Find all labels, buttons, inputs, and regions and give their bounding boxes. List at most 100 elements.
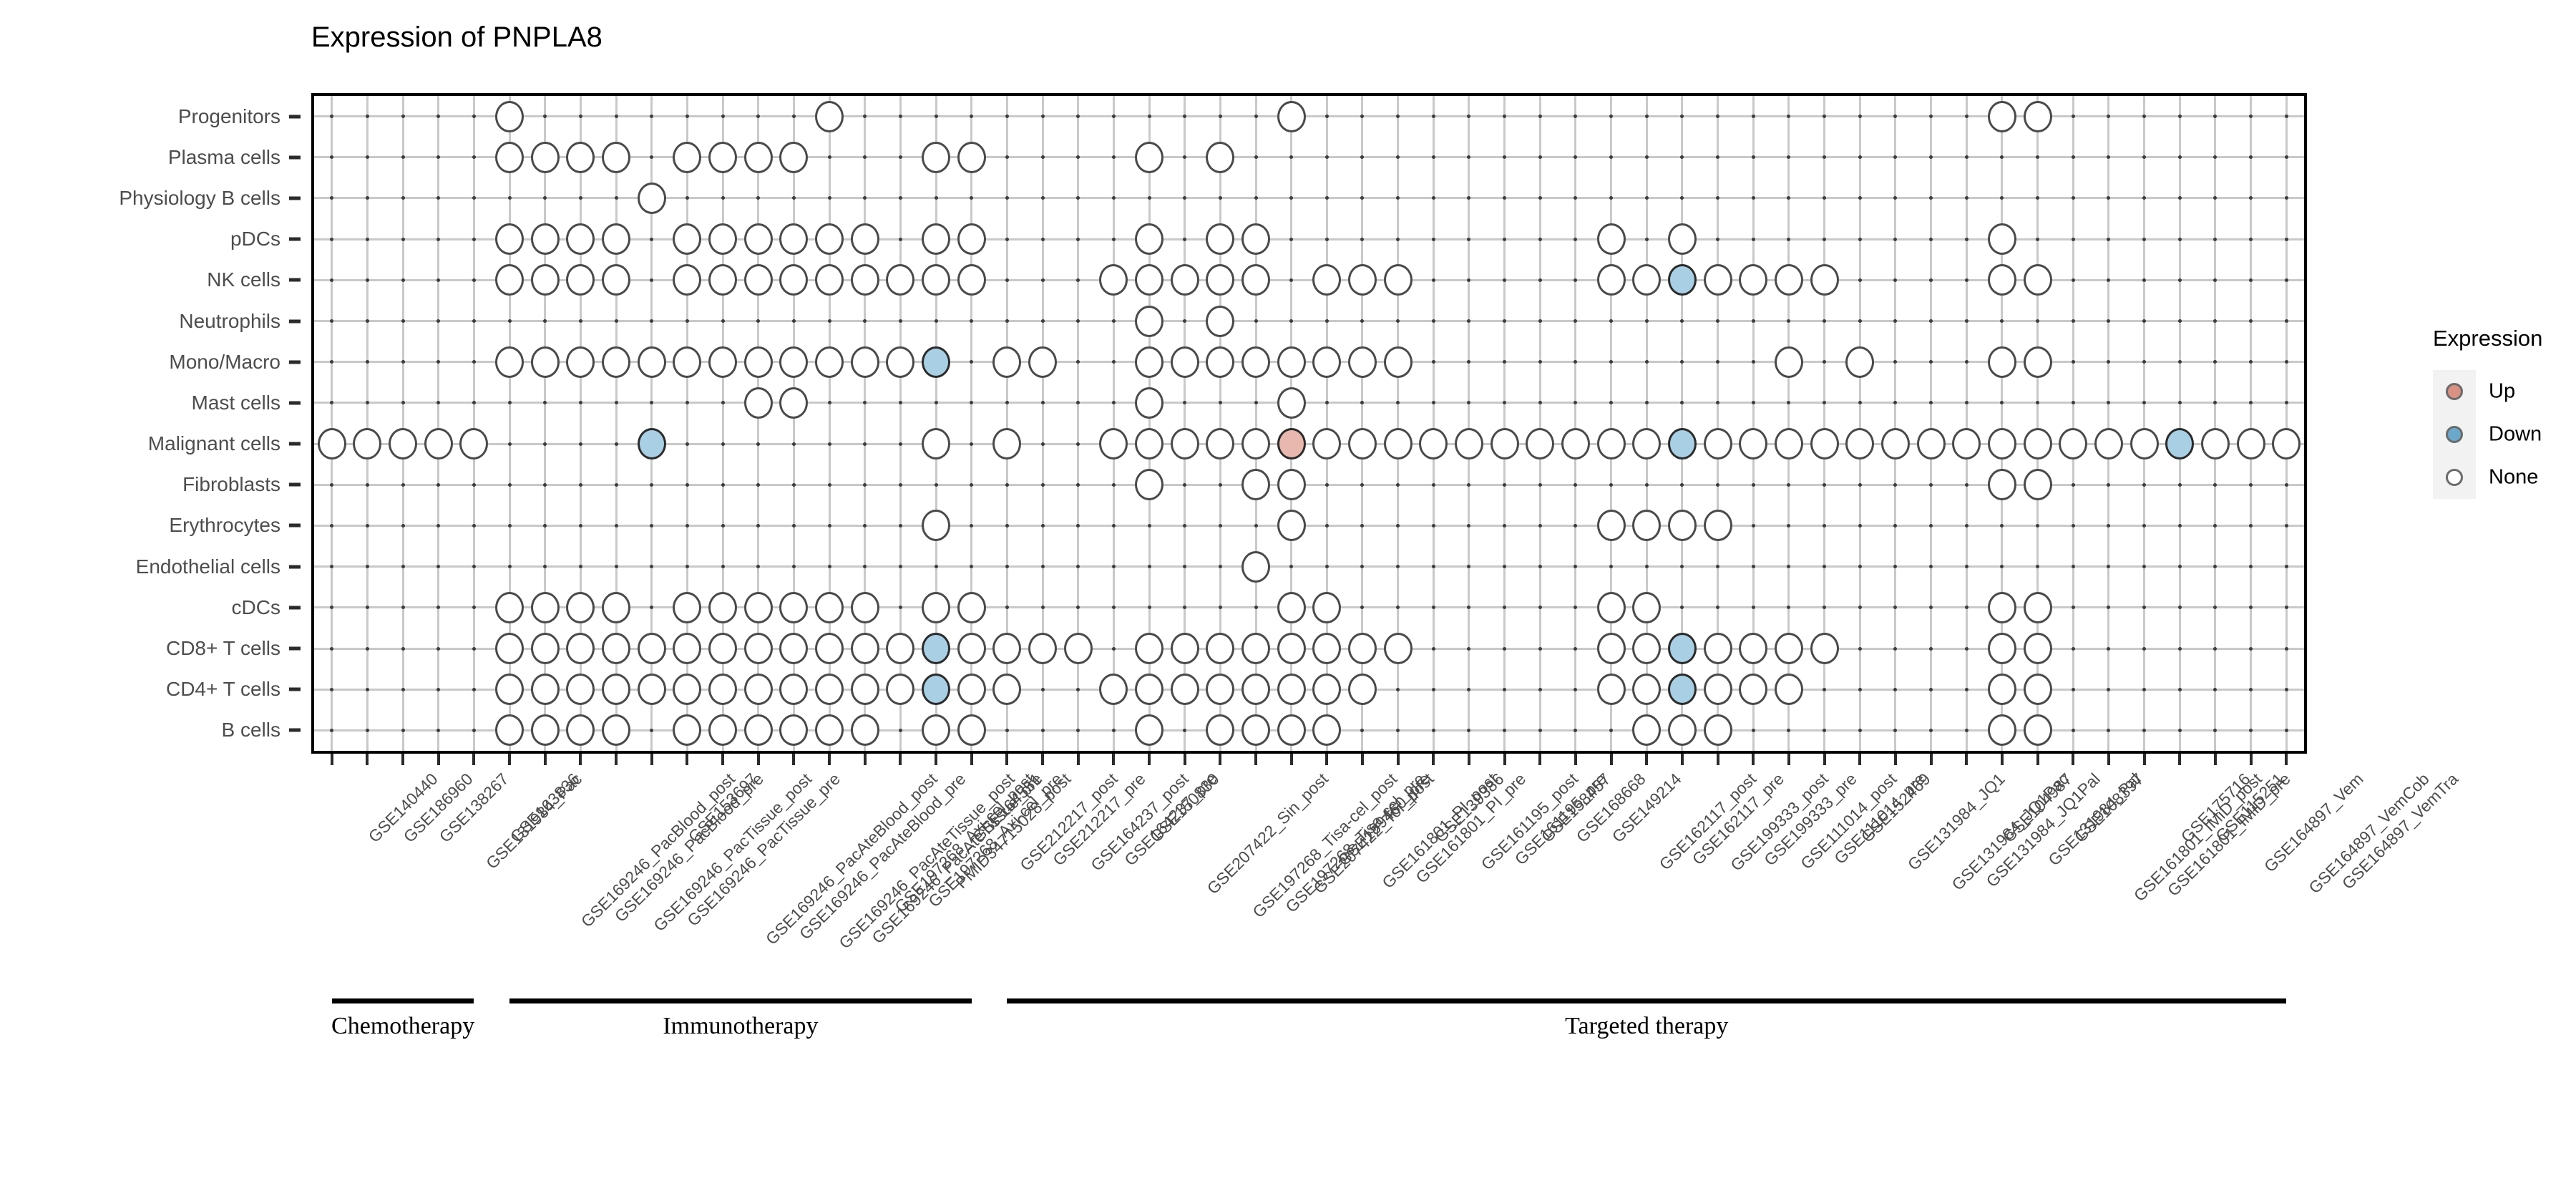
expression-dot[interactable] bbox=[708, 714, 738, 747]
expression-dot[interactable] bbox=[1596, 428, 1626, 460]
expression-dot[interactable] bbox=[850, 264, 879, 296]
expression-dot[interactable] bbox=[2094, 428, 2123, 460]
expression-dot[interactable] bbox=[2023, 469, 2052, 501]
expression-dot[interactable] bbox=[566, 633, 595, 665]
expression-dot[interactable] bbox=[637, 346, 666, 378]
expression-dot[interactable] bbox=[424, 428, 453, 460]
expression-dot[interactable] bbox=[1206, 141, 1235, 173]
expression-dot[interactable] bbox=[2129, 428, 2159, 460]
expression-dot[interactable] bbox=[815, 591, 844, 623]
expression-dot[interactable] bbox=[957, 674, 986, 706]
expression-dot[interactable] bbox=[1347, 264, 1377, 296]
expression-dot[interactable] bbox=[673, 591, 702, 623]
expression-dot[interactable] bbox=[566, 714, 595, 747]
expression-dot[interactable] bbox=[1703, 714, 1732, 747]
expression-dot[interactable] bbox=[1347, 346, 1377, 378]
expression-dot[interactable] bbox=[708, 264, 738, 296]
expression-dot[interactable] bbox=[1526, 428, 1555, 460]
expression-dot[interactable] bbox=[1135, 141, 1164, 173]
expression-dot[interactable] bbox=[1987, 346, 2016, 378]
expression-dot[interactable] bbox=[1596, 510, 1626, 542]
expression-dot[interactable] bbox=[1347, 633, 1377, 665]
expression-dot[interactable] bbox=[922, 264, 951, 296]
expression-dot[interactable] bbox=[1880, 428, 1910, 460]
expression-dot[interactable] bbox=[1241, 264, 1270, 296]
expression-dot[interactable] bbox=[743, 674, 773, 706]
expression-dot[interactable] bbox=[1241, 633, 1270, 665]
expression-dot[interactable] bbox=[495, 223, 525, 256]
expression-dot[interactable] bbox=[957, 264, 986, 296]
expression-dot[interactable] bbox=[957, 714, 986, 747]
expression-dot[interactable] bbox=[1667, 714, 1697, 747]
expression-dot[interactable] bbox=[850, 714, 879, 747]
expression-dot[interactable] bbox=[602, 264, 631, 296]
expression-dot[interactable] bbox=[957, 633, 986, 665]
expression-dot[interactable] bbox=[779, 141, 809, 173]
expression-dot[interactable] bbox=[1277, 510, 1306, 542]
expression-dot[interactable] bbox=[1667, 633, 1697, 665]
expression-dot[interactable] bbox=[673, 633, 702, 665]
expression-dot[interactable] bbox=[922, 633, 951, 665]
expression-dot[interactable] bbox=[743, 223, 773, 256]
expression-dot[interactable] bbox=[1206, 714, 1235, 747]
expression-dot[interactable] bbox=[637, 428, 666, 460]
expression-dot[interactable] bbox=[530, 591, 560, 623]
expression-dot[interactable] bbox=[637, 674, 666, 706]
expression-dot[interactable] bbox=[2023, 264, 2052, 296]
expression-dot[interactable] bbox=[530, 714, 560, 747]
expression-dot[interactable] bbox=[1206, 223, 1235, 256]
expression-dot[interactable] bbox=[1312, 633, 1342, 665]
expression-dot[interactable] bbox=[1099, 674, 1128, 706]
expression-dot[interactable] bbox=[673, 346, 702, 378]
expression-dot[interactable] bbox=[2023, 633, 2052, 665]
expression-dot[interactable] bbox=[1774, 428, 1803, 460]
expression-dot[interactable] bbox=[1952, 428, 1981, 460]
expression-dot[interactable] bbox=[1277, 100, 1306, 132]
expression-dot[interactable] bbox=[2200, 428, 2230, 460]
expression-dot[interactable] bbox=[1739, 674, 1768, 706]
expression-dot[interactable] bbox=[1419, 428, 1448, 460]
expression-dot[interactable] bbox=[743, 591, 773, 623]
expression-dot[interactable] bbox=[957, 141, 986, 173]
expression-dot[interactable] bbox=[886, 674, 915, 706]
expression-dot[interactable] bbox=[1667, 428, 1697, 460]
expression-dot[interactable] bbox=[1277, 591, 1306, 623]
expression-dot[interactable] bbox=[779, 591, 809, 623]
expression-dot[interactable] bbox=[779, 674, 809, 706]
expression-dot[interactable] bbox=[1667, 674, 1697, 706]
expression-dot[interactable] bbox=[673, 223, 702, 256]
expression-dot[interactable] bbox=[495, 346, 525, 378]
expression-dot[interactable] bbox=[1810, 264, 1839, 296]
expression-dot[interactable] bbox=[566, 141, 595, 173]
expression-dot[interactable] bbox=[815, 714, 844, 747]
expression-dot[interactable] bbox=[1596, 223, 1626, 256]
expression-dot[interactable] bbox=[1277, 346, 1306, 378]
expression-dot[interactable] bbox=[1241, 714, 1270, 747]
expression-dot[interactable] bbox=[1206, 305, 1235, 337]
expression-dot[interactable] bbox=[673, 674, 702, 706]
expression-dot[interactable] bbox=[708, 141, 738, 173]
expression-dot[interactable] bbox=[850, 674, 879, 706]
expression-dot[interactable] bbox=[708, 346, 738, 378]
expression-dot[interactable] bbox=[1135, 305, 1164, 337]
expression-dot[interactable] bbox=[1632, 674, 1662, 706]
expression-dot[interactable] bbox=[922, 591, 951, 623]
expression-dot[interactable] bbox=[1241, 674, 1270, 706]
expression-dot[interactable] bbox=[1277, 714, 1306, 747]
expression-dot[interactable] bbox=[886, 264, 915, 296]
expression-dot[interactable] bbox=[1241, 469, 1270, 501]
expression-dot[interactable] bbox=[1916, 428, 1946, 460]
expression-dot[interactable] bbox=[1987, 469, 2016, 501]
expression-dot[interactable] bbox=[1987, 674, 2016, 706]
expression-dot[interactable] bbox=[673, 141, 702, 173]
expression-dot[interactable] bbox=[886, 346, 915, 378]
expression-dot[interactable] bbox=[1667, 223, 1697, 256]
expression-dot[interactable] bbox=[922, 223, 951, 256]
expression-dot[interactable] bbox=[922, 510, 951, 542]
expression-dot[interactable] bbox=[673, 264, 702, 296]
expression-dot[interactable] bbox=[1739, 633, 1768, 665]
expression-dot[interactable] bbox=[708, 674, 738, 706]
expression-dot[interactable] bbox=[566, 223, 595, 256]
expression-dot[interactable] bbox=[1170, 674, 1199, 706]
expression-dot[interactable] bbox=[1277, 674, 1306, 706]
